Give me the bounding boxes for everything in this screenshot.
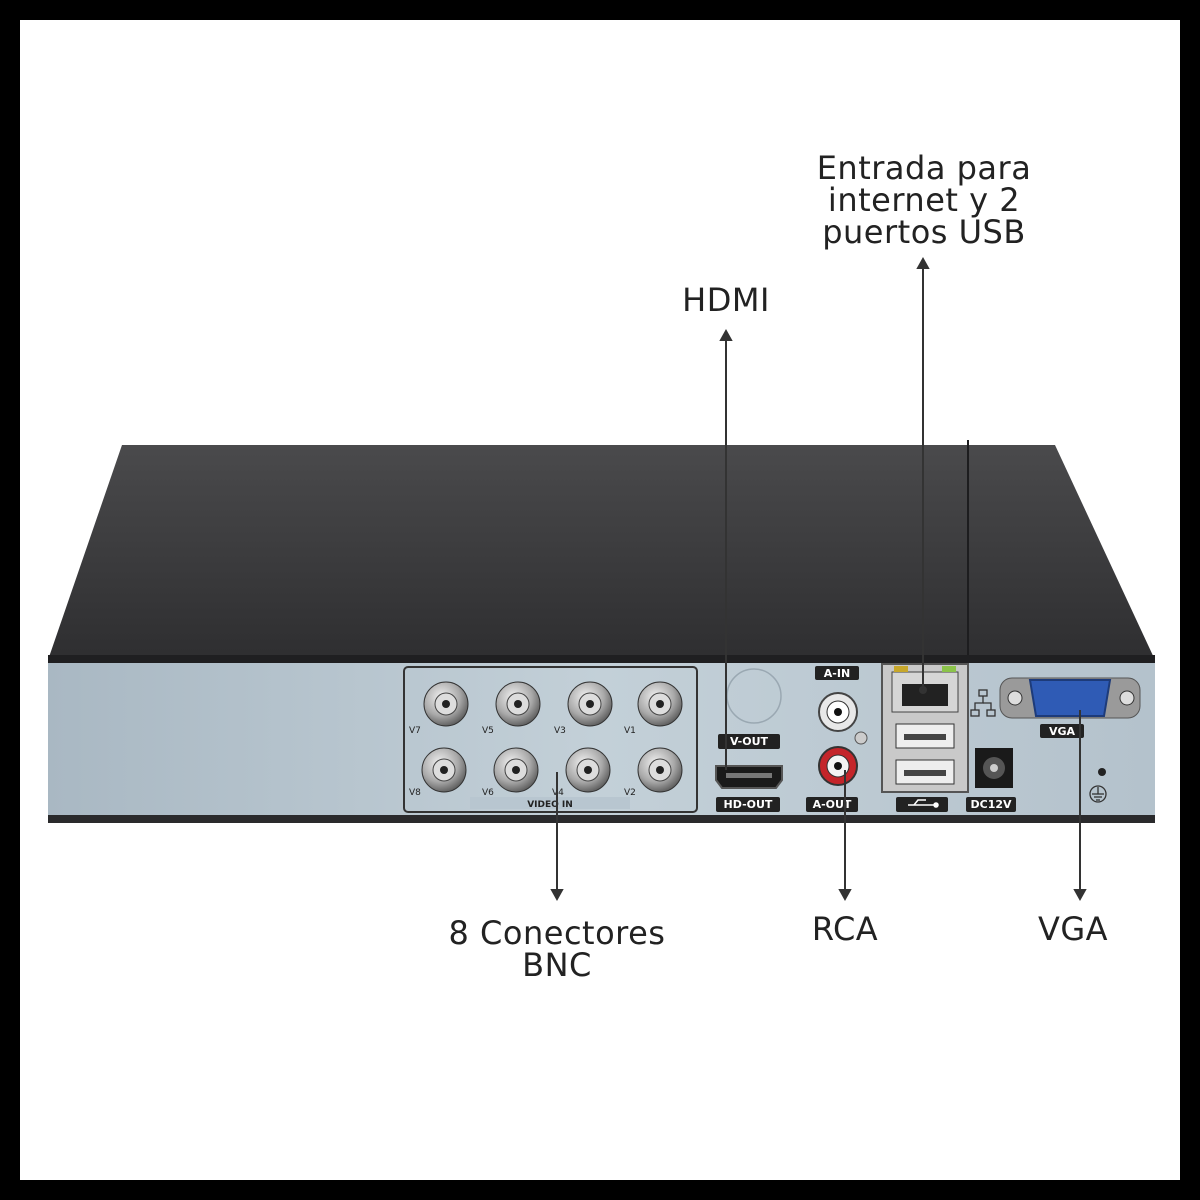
usb-icon	[908, 799, 939, 808]
callout-bnc-line1: 8 Conectores	[448, 914, 666, 952]
callout-network-usb-line2: internet y 2	[827, 181, 1021, 219]
v-out-label: V-OUT	[730, 735, 769, 748]
network-icon	[970, 689, 996, 717]
bnc-label-v4: V4	[552, 788, 564, 798]
bnc-label-v3: V3	[554, 726, 566, 736]
callout-vga: VGA	[1037, 910, 1109, 948]
a-in-label: A-IN	[824, 667, 850, 680]
a-out-label: A-OUT	[813, 798, 852, 811]
bnc-label-v5: V5	[482, 726, 494, 736]
bnc-label-v2: V2	[624, 788, 636, 798]
callout-hdmi: HDMI	[682, 281, 770, 319]
vga-panel-label: VGA	[1049, 725, 1076, 738]
ground-icon	[1089, 785, 1107, 803]
case-top	[48, 445, 1155, 660]
callout-network-usb-line1: Entrada para	[816, 149, 1032, 187]
screw	[1098, 768, 1106, 776]
hd-out-label: HD-OUT	[724, 798, 773, 811]
bnc-connectors	[421, 681, 683, 793]
callout-arrows	[550, 256, 1087, 902]
callout-network-usb-line3: puertos USB	[822, 213, 1026, 251]
video-in-block	[403, 666, 698, 813]
callout-bnc: 8 Conectores BNC	[437, 917, 677, 981]
bnc-label-v7: V7	[409, 726, 421, 736]
video-in-label: VIDEO IN	[527, 800, 573, 810]
callout-rca: RCA	[811, 910, 879, 948]
bnc-label-v1: V1	[624, 726, 636, 736]
dc12v-label: DC12V	[970, 798, 1012, 811]
rear-panel	[48, 655, 1155, 822]
bnc-label-v8: V8	[409, 788, 421, 798]
vga-port	[1028, 679, 1112, 717]
callout-bnc-line2: BNC	[522, 946, 592, 984]
callout-network-usb: Entrada para internet y 2 puertos USB	[804, 152, 1044, 248]
bnc-label-v6: V6	[482, 788, 494, 798]
